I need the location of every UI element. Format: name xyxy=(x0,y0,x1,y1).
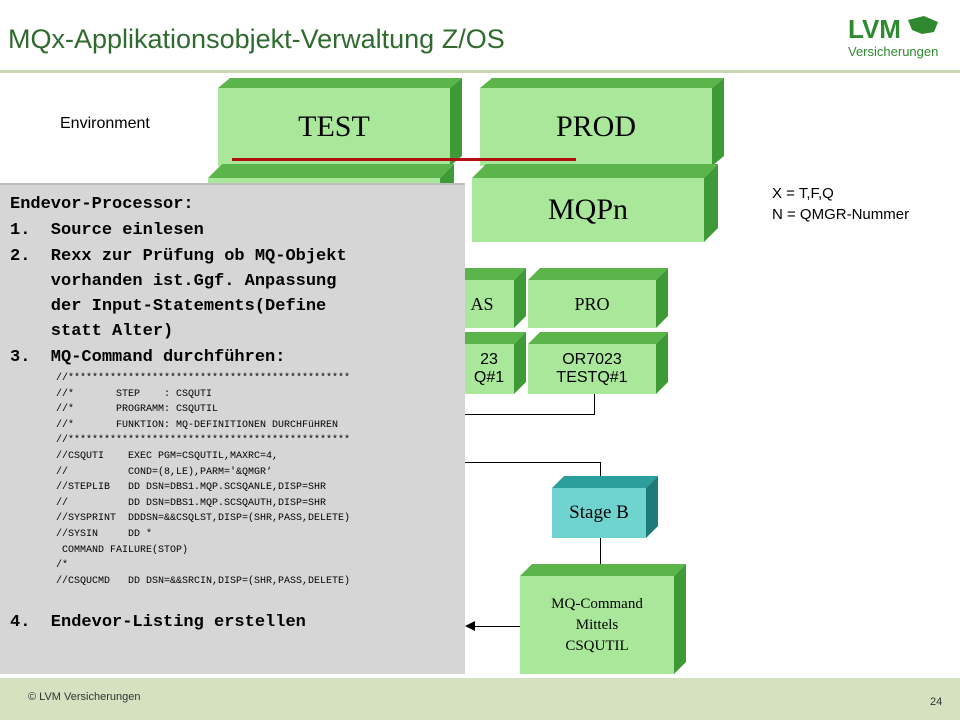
note-line-2: N = QMGR-Nummer xyxy=(772,206,910,223)
env-test-box: TEST xyxy=(218,78,462,168)
page-number: 24 xyxy=(930,696,943,708)
endevor-processor-panel: Endevor-Processor: 1. Source einlesen 2.… xyxy=(0,183,465,674)
env-prod-box: PROD xyxy=(480,78,724,168)
processor-step-4: 4. Endevor-Listing erstellen xyxy=(10,613,306,632)
connector-line xyxy=(474,626,520,627)
jcl-line: //SYSIN DD * xyxy=(56,528,153,540)
mq-command-line-1: MQ-Command xyxy=(551,595,643,612)
connector-line xyxy=(460,414,595,415)
connector-line xyxy=(460,462,600,463)
processor-step-2-cont: statt Alter) xyxy=(10,322,174,341)
object-label: OR7023 TESTQ#1 xyxy=(528,344,656,394)
processor-step-2: 2. Rexx zur Prüfung ob MQ-Objekt xyxy=(10,247,347,266)
jcl-line: //* PROGRAMM: CSQUTIL xyxy=(56,404,219,416)
jcl-line: /* xyxy=(56,560,69,572)
mq-command-line-3: CSQUTIL xyxy=(565,637,629,654)
object-line-1: OR7023 xyxy=(562,351,622,368)
processor-step-3: 3. MQ-Command durchführen: xyxy=(10,348,286,367)
object-partial-label: 23 Q#1 xyxy=(464,344,514,394)
legend-note: X = T,F,Q N = QMGR-Nummer xyxy=(772,183,909,225)
jcl-line: //**************************************… xyxy=(56,435,351,447)
mq-command-label: MQ-Command Mittels CSQUTIL xyxy=(520,576,674,674)
environment-label: Environment xyxy=(60,115,150,132)
jcl-line: COMMAND FAILURE(STOP) xyxy=(56,544,189,556)
slide-title: MQx-Applikationsobjekt-Verwaltung Z/OS xyxy=(8,24,505,54)
mq-command-line-2: Mittels xyxy=(575,616,619,633)
stage-as-label: AS xyxy=(470,293,494,314)
connector-line xyxy=(600,536,601,568)
mq-command-box: MQ-Command Mittels CSQUTIL xyxy=(520,564,686,674)
jcl-line: // COND=(8,LE),PARM='&QMGR‘ xyxy=(56,466,273,478)
stage-pro-box: PRO xyxy=(528,268,668,328)
processor-step-1: 1. Source einlesen xyxy=(10,221,204,240)
jcl-line: //**************************************… xyxy=(56,373,351,384)
jcl-line: //CSQUTI EXEC PGM=CSQUTIL,MAXRC=4, xyxy=(56,450,279,462)
logo-subtitle: Versicherungen xyxy=(848,44,938,59)
mqpn-label: MQPn xyxy=(547,193,629,226)
footer-bar xyxy=(0,678,960,720)
stage-b-box: Stage B xyxy=(552,476,658,538)
jcl-line: //STEPLIB DD DSN=DBS1.MQP.SCSQANLE,DISP=… xyxy=(56,482,327,494)
jcl-line: //* FUNKTION: MQ-DEFINITIONEN DURCHFüHRE… xyxy=(56,419,339,431)
lvm-logo-icon: LVM Versicherungen xyxy=(848,14,938,59)
processor-step-2-cont: der Input-Statements(Define xyxy=(10,297,327,316)
env-test-label: TEST xyxy=(298,110,370,143)
stage-b-label: Stage B xyxy=(569,502,629,523)
footer-copyright: © LVM Versicherungen xyxy=(28,691,141,703)
mqpn-box: MQPn xyxy=(472,164,718,242)
object-partial-line-2: Q#1 xyxy=(473,369,505,386)
object-partial-line-1: 23 xyxy=(480,351,498,368)
processor-step-2-cont: vorhanden ist.Ggf. Anpassung xyxy=(10,272,337,291)
object-line-2: TESTQ#1 xyxy=(556,369,628,386)
title-divider xyxy=(0,70,960,73)
logo-wordmark: LVM xyxy=(848,14,901,44)
jcl-listing: //**************************************… xyxy=(56,371,350,589)
arrow-left-icon xyxy=(465,621,475,631)
env-prod-label: PROD xyxy=(555,110,637,143)
note-line-1: X = T,F,Q xyxy=(772,185,834,202)
object-box: OR7023 TESTQ#1 xyxy=(528,332,668,394)
jcl-line: // DD DSN=DBS1.MQP.SCSQAUTH,DISP=SHR xyxy=(56,497,327,509)
jcl-line: //SYSPRINT DDDSN=&&CSQLST,DISP=(SHR,PASS… xyxy=(56,513,351,525)
connector-line xyxy=(594,394,595,414)
jcl-line: //CSQUCMD DD DSN=&&SRCIN,DISP=(SHR,PASS,… xyxy=(56,575,351,587)
connector-line xyxy=(600,462,601,484)
lvm-logo: LVM Versicherungen xyxy=(846,10,946,64)
processor-heading: Endevor-Processor: xyxy=(10,195,194,214)
jcl-line: //* STEP : CSQUTI xyxy=(56,388,213,400)
environment-separator xyxy=(232,158,576,161)
stage-pro-label: PRO xyxy=(574,293,610,314)
